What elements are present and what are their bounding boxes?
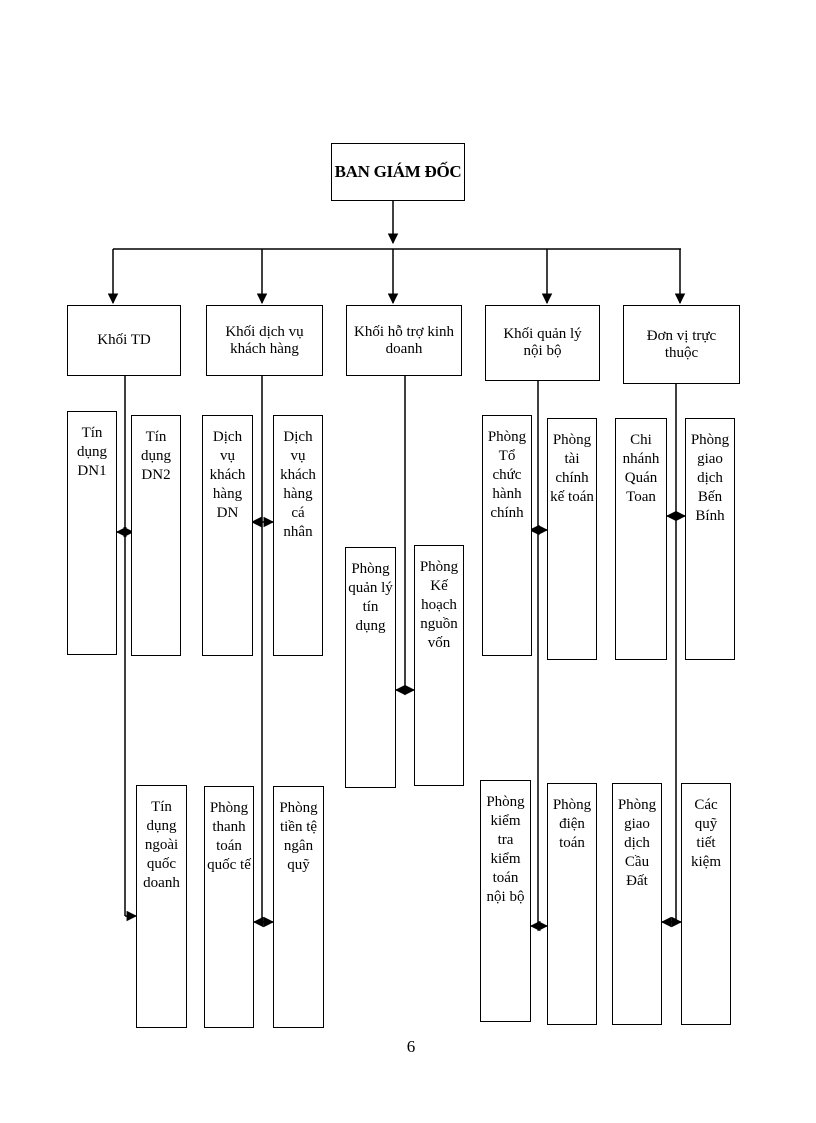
unit-label: Chi nhánh Quán Toan: [622, 432, 660, 505]
unit-phong-kiem-tra-kiem-toan-noi-bo: Phòng kiểm tra kiểm toán nội bộ: [480, 780, 531, 1022]
unit-label: Phòng thanh toán quốc tế: [207, 800, 251, 873]
unit-label: Tín dụng DN2: [141, 429, 171, 483]
unit-phong-thanh-toan-quoc-te: Phòng thanh toán quốc tế: [204, 786, 254, 1028]
unit-phong-giao-dich-ben-binh: Phòng giao dịch Bến Bính: [685, 418, 735, 660]
division-don-vi-truc-thuoc: Đơn vị trực thuộc: [623, 305, 740, 384]
unit-label: Phòng Kế hoạch nguồn vốn: [419, 559, 459, 651]
unit-phong-dien-toan: Phòng điện toán: [547, 783, 597, 1025]
unit-label: Phòng giao dịch Cầu Đất: [617, 797, 657, 889]
unit-label: Phòng quản lý tín dụng: [348, 561, 393, 634]
division-khoi-td: Khối TD: [67, 305, 181, 376]
unit-phong-to-chuc-hanh-chinh: Phòng Tổ chức hành chính: [482, 415, 532, 656]
unit-dich-vu-khach-hang-ca-nhan: Dịch vụ khách hàng cá nhân: [273, 415, 323, 656]
unit-phong-tai-chinh-ke-toan: Phòng tài chính kế toán: [547, 418, 597, 660]
unit-label: Phòng tài chính kế toán: [550, 432, 594, 505]
unit-label: Phòng Tổ chức hành chính: [487, 429, 527, 521]
division-label: Khối quản lý nội bộ: [503, 326, 582, 359]
unit-label: Dịch vụ khách hàng DN: [209, 429, 246, 521]
page-number: 6: [406, 1037, 416, 1056]
unit-phong-quan-ly-tin-dung: Phòng quản lý tín dụng: [345, 547, 396, 788]
unit-phong-giao-dich-cau-dat: Phòng giao dịch Cầu Đất: [612, 783, 662, 1025]
unit-label: Phòng kiểm tra kiểm toán nội bộ: [486, 794, 525, 905]
unit-label: Tín dụng DN1: [77, 425, 107, 479]
ban-giam-doc-box: BAN GIÁM ĐỐC: [331, 143, 465, 201]
division-khoi-quan-ly-noi-bo: Khối quản lý nội bộ: [485, 305, 600, 381]
division-khoi-ho-tro-kinh-doanh: Khối hỗ trợ kinh doanh: [346, 305, 462, 376]
unit-label: Tín dụng ngoài quốc doanh: [143, 799, 180, 891]
unit-label: Dịch vụ khách hàng cá nhân: [280, 429, 316, 540]
unit-tin-dung-dn2: Tín dụng DN2: [131, 415, 181, 656]
unit-chi-nhanh-quan-toan: Chi nhánh Quán Toan: [615, 418, 667, 660]
unit-label: Phòng điện toán: [552, 797, 592, 851]
unit-label: Phòng giao dịch Bến Bính: [690, 432, 730, 524]
unit-label: Phòng tiền tệ ngân quỹ: [279, 800, 318, 873]
division-label: Khối hỗ trợ kinh doanh: [353, 323, 454, 357]
unit-phong-ke-hoach-nguon-von: Phòng Kế hoạch nguồn vốn: [414, 545, 464, 786]
ban-giam-doc-label: BAN GIÁM ĐỐC: [334, 162, 462, 181]
unit-tin-dung-dn1: Tín dụng DN1: [67, 411, 117, 655]
unit-dich-vu-khach-hang-dn: Dịch vụ khách hàng DN: [202, 415, 253, 656]
unit-label: Các quỹ tiết kiệm: [691, 797, 721, 870]
division-label: Khối TD: [97, 332, 151, 348]
unit-cac-quy-tiet-kiem: Các quỹ tiết kiệm: [681, 783, 731, 1025]
unit-tin-dung-ngoai-quoc-doanh: Tín dụng ngoài quốc doanh: [136, 785, 187, 1028]
division-label: Khối dịch vụ khách hàng: [225, 323, 304, 357]
division-label: Đơn vị trực thuộc: [646, 327, 717, 361]
unit-phong-tien-te-ngan-quy: Phòng tiền tệ ngân quỹ: [273, 786, 324, 1028]
division-khoi-dich-vu-khach-hang: Khối dịch vụ khách hàng: [206, 305, 323, 376]
